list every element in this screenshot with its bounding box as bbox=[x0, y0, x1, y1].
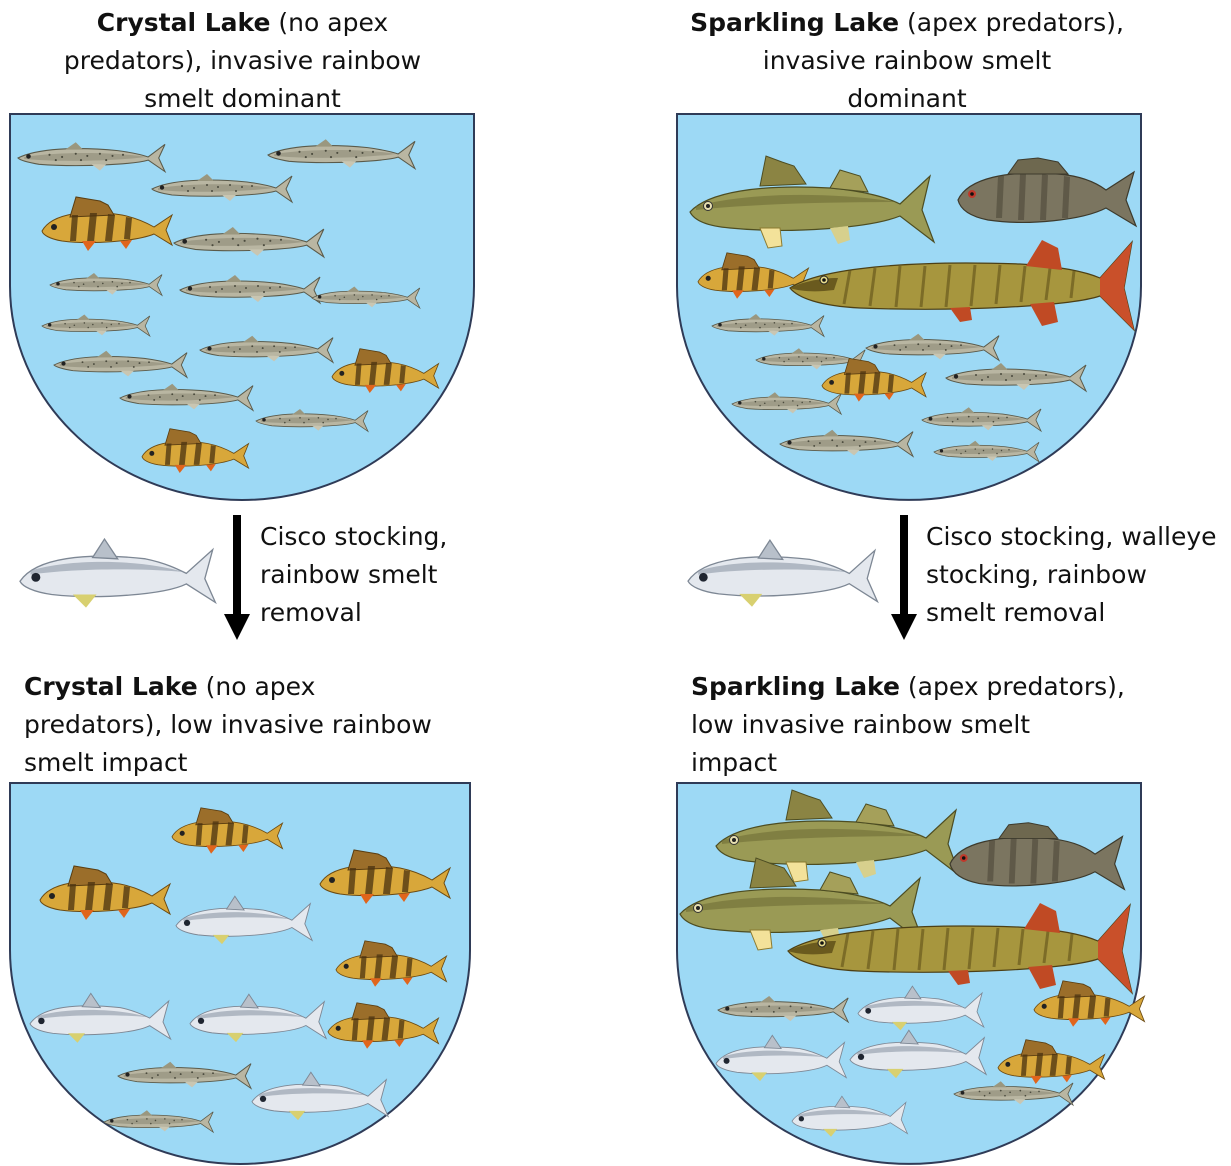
arrow-label-right: Cisco stocking, walleye stocking, rainbo… bbox=[926, 518, 1226, 632]
down-arrow-left-head bbox=[224, 614, 250, 640]
arrow-label-line: stocking, rainbow bbox=[926, 556, 1226, 594]
arrow-label-line: smelt removal bbox=[926, 594, 1226, 632]
cisco-icon bbox=[20, 539, 215, 608]
cisco-icon bbox=[688, 540, 877, 607]
arrow-label-line: removal bbox=[260, 594, 475, 632]
arrow-label-line: rainbow smelt bbox=[260, 556, 475, 594]
arrow-label-line: Cisco stocking, walleye bbox=[926, 518, 1226, 556]
arrow-label-left: Cisco stocking, rainbow smelt removal bbox=[260, 518, 475, 632]
lake-basin-top-left bbox=[10, 114, 474, 500]
arrow-label-line: Cisco stocking, bbox=[260, 518, 475, 556]
down-arrow-right-head bbox=[891, 614, 917, 640]
